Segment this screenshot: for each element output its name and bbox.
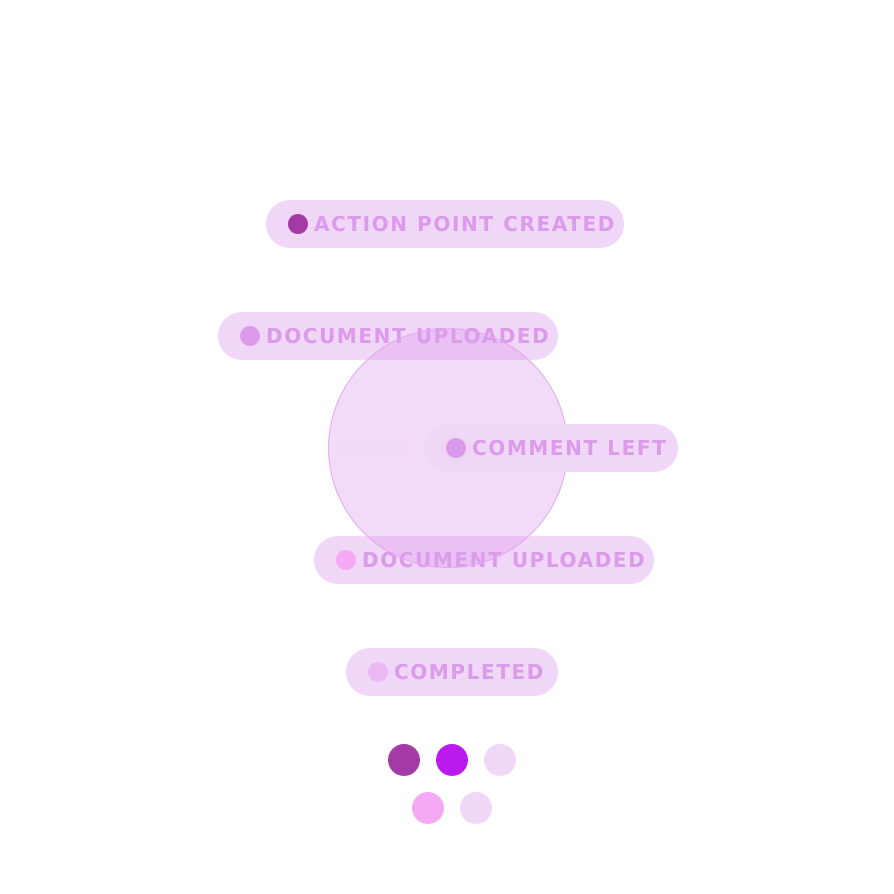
event-pill-completed[interactable]: COMPLETED — [346, 648, 558, 696]
event-label: ACTION POINT CREATED — [314, 212, 616, 236]
arrow-icon — [328, 440, 410, 456]
color-swatch[interactable] — [460, 792, 492, 824]
status-dot — [368, 662, 388, 682]
event-pill-comment-left[interactable]: COMMENT LEFT — [424, 424, 678, 472]
status-dot — [446, 438, 466, 458]
status-dot — [240, 326, 260, 346]
status-dot — [288, 214, 308, 234]
status-dot — [336, 550, 356, 570]
color-swatch[interactable] — [484, 744, 516, 776]
color-swatch[interactable] — [412, 792, 444, 824]
color-swatch[interactable] — [436, 744, 468, 776]
event-label: COMPLETED — [394, 660, 545, 684]
event-label: COMMENT LEFT — [472, 436, 668, 460]
event-pill-action-point-created[interactable]: ACTION POINT CREATED — [266, 200, 624, 248]
color-swatch[interactable] — [388, 744, 420, 776]
